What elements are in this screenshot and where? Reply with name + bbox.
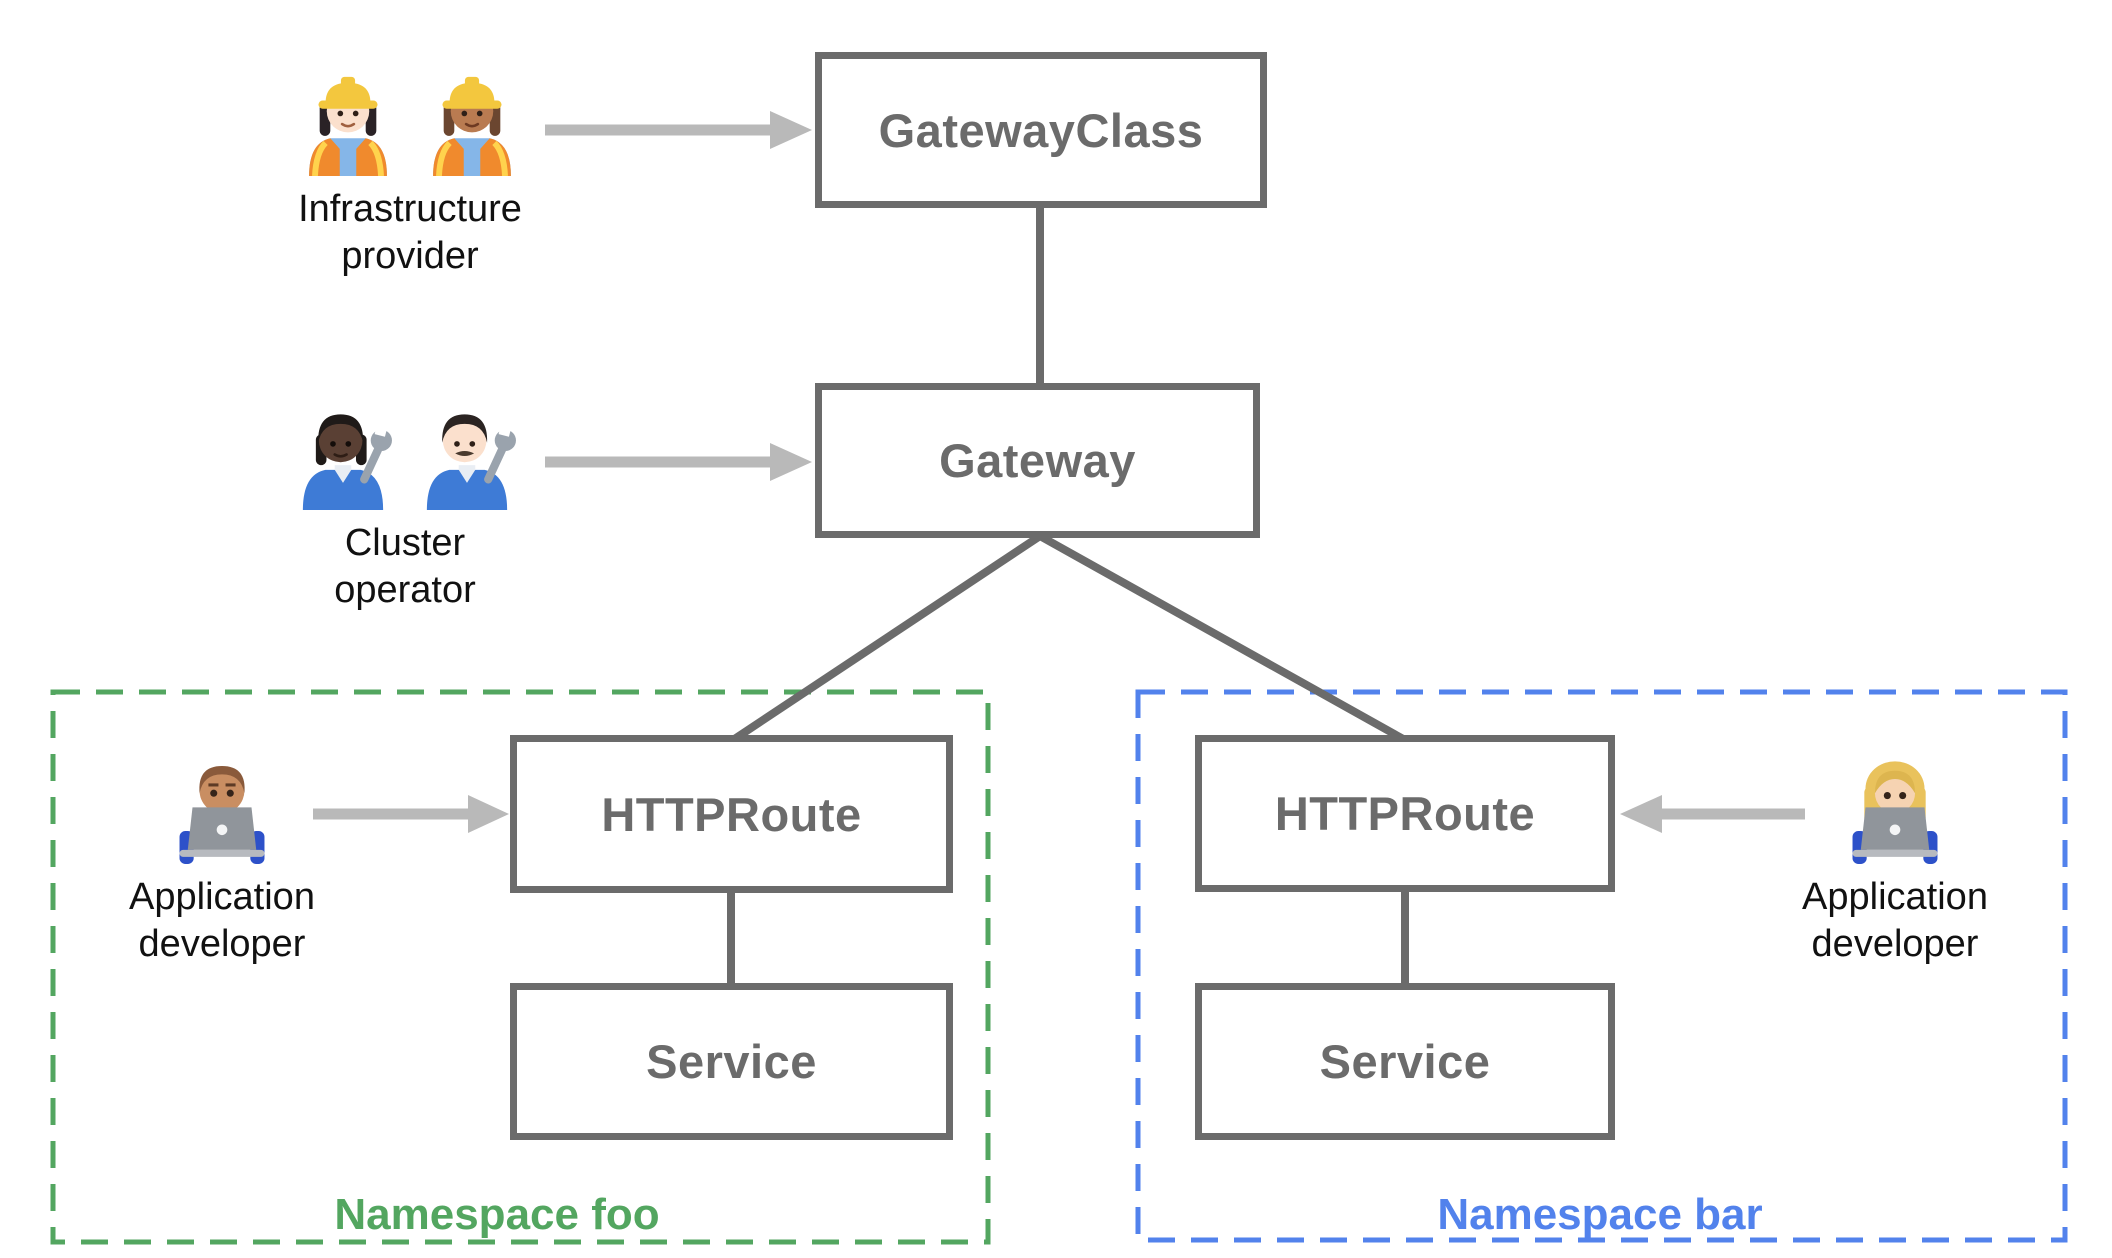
namespace-foo-boundary bbox=[50, 689, 991, 1245]
namespace-foo-label: Namespace foo bbox=[334, 1190, 660, 1239]
application-developer-foo-label: Application developer bbox=[129, 876, 315, 965]
persona-application-developer-foo: Application developer bbox=[82, 746, 362, 968]
application-developer-foo-icons bbox=[163, 746, 281, 864]
persona-infrastructure-provider: Infrastructure provider bbox=[245, 58, 575, 280]
application-developer-bar-label: Application developer bbox=[1802, 876, 1988, 965]
woman-construction-worker-light-emoji-icon bbox=[309, 76, 387, 176]
application-developer-bar-icons bbox=[1836, 746, 1954, 864]
cluster-operator-icons bbox=[284, 392, 526, 510]
edge-gateway-httproutes bbox=[730, 531, 1407, 744]
man-mechanic-light-emoji-icon bbox=[426, 414, 516, 510]
infrastructure-provider-icons bbox=[289, 58, 531, 176]
arrow-infrastructure-provider-to-gatewayclass bbox=[545, 111, 812, 149]
namespace-bar-label: Namespace bar bbox=[1437, 1190, 1763, 1239]
persona-cluster-operator: Cluster operator bbox=[255, 392, 555, 614]
person-mechanic-dark-emoji-icon bbox=[302, 414, 392, 510]
arrow-application-developer-to-httproute-foo bbox=[313, 795, 509, 833]
woman-technologist-emoji-icon bbox=[1852, 761, 1938, 864]
httproute-bar-node: HTTPRoute bbox=[1195, 735, 1615, 892]
gatewayclass-node: GatewayClass bbox=[815, 52, 1267, 208]
man-technologist-emoji-icon bbox=[179, 766, 265, 864]
arrow-cluster-operator-to-gateway bbox=[545, 443, 812, 481]
infrastructure-provider-label: Infrastructure provider bbox=[298, 188, 522, 277]
arrow-application-developer-to-httproute-bar bbox=[1620, 795, 1805, 833]
gateway-node: Gateway bbox=[815, 383, 1260, 538]
woman-construction-worker-medium-emoji-icon bbox=[433, 76, 511, 176]
service-bar-node: Service bbox=[1195, 983, 1615, 1140]
service-foo-node: Service bbox=[510, 983, 953, 1140]
cluster-operator-label: Cluster operator bbox=[334, 522, 476, 611]
persona-application-developer-bar: Application developer bbox=[1755, 746, 2035, 968]
httproute-foo-node: HTTPRoute bbox=[510, 735, 953, 893]
namespace-bar-boundary bbox=[1135, 689, 2068, 1243]
